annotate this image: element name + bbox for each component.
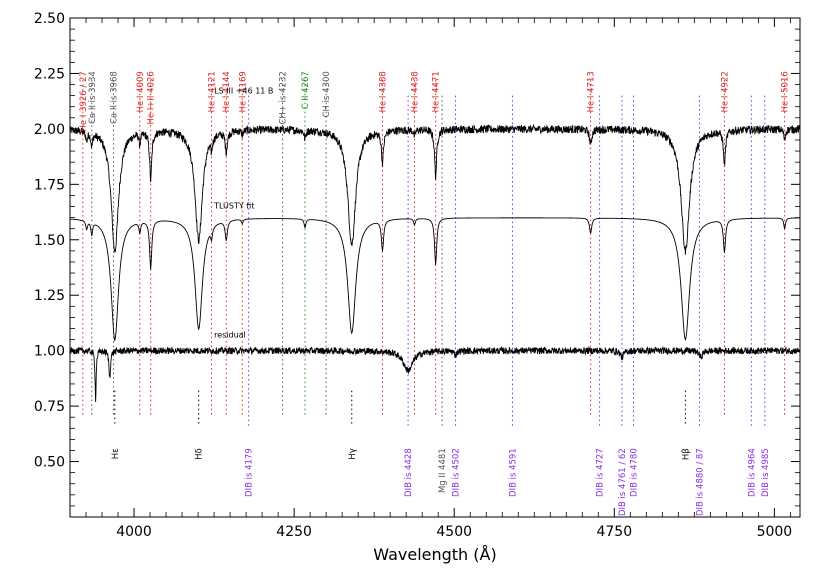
line-id-label: DIB is 4591 [508, 448, 518, 497]
line-id-label: Hβ [681, 448, 691, 460]
line-id-label: DIB is 4502 [451, 448, 461, 497]
line-id-label: Hε [111, 448, 121, 459]
line-id-label: He I 4388 [378, 71, 388, 112]
line-id-label: He I 4438 [411, 71, 421, 112]
line-id-label: DIB is 4985 [761, 448, 771, 497]
line-id-label: Ca II is 3934 [88, 71, 98, 124]
x-tick-label: 4500 [436, 524, 472, 540]
y-tick-label: 1.50 [34, 233, 65, 249]
line-id-label: DIB is 4780 [630, 448, 640, 497]
x-tick-label: 4750 [596, 524, 632, 540]
spectrum-series-line [69, 123, 801, 255]
y-tick-label: 1.25 [34, 288, 65, 304]
line-id-label: He I+II 4026 [147, 71, 157, 124]
line-id-label: Ca II is 3968 [110, 71, 120, 124]
line-id-label: DIB is 4964 [747, 448, 757, 497]
spectrum-label: LS III +46 11 B [214, 86, 273, 95]
line-id-label: He I 5016 [781, 71, 791, 112]
line-id-label: C II 4267 [301, 71, 311, 109]
spectrum-label: residual [214, 330, 246, 339]
y-tick-label: 2.50 [34, 11, 65, 27]
y-tick-label: 0.50 [34, 455, 65, 471]
spectrum-label: TLUSTY fit [213, 202, 254, 211]
spectrum-series-line [69, 217, 801, 342]
line-id-label: Mg II 4481 [438, 448, 448, 493]
x-tick-label: 5000 [757, 524, 793, 540]
plot-frame [69, 17, 801, 518]
line-id-label: He I 4144 [222, 71, 232, 112]
x-tick-label: 4000 [116, 524, 152, 540]
x-tick-label: 4250 [276, 524, 312, 540]
line-id-label: He I 4009 [136, 71, 146, 112]
line-id-label: He I 4713 [587, 71, 597, 112]
y-tick-label: 1.75 [34, 177, 65, 193]
y-tick-label: 2.00 [34, 122, 65, 138]
y-tick-label: 0.75 [34, 399, 65, 415]
x-axis-label: Wavelength (Å) [373, 545, 496, 564]
y-tick-label: 1.00 [34, 344, 65, 360]
line-id-label: DIB is 4761 / 62 [618, 448, 628, 516]
line-id-label: DIB is 4179 [245, 448, 255, 497]
line-id-label: DIB is 4727 [596, 448, 606, 497]
line-id-label: CH+ is 4232 [279, 71, 289, 124]
line-id-label: Hδ [195, 448, 205, 460]
line-id-label: He I 4121 [208, 71, 218, 112]
line-id-label: He I 4922 [720, 71, 730, 112]
spectra-group [69, 123, 801, 403]
spectrum-series-line [69, 345, 801, 403]
line-id-label: CH is 4300 [322, 71, 332, 117]
line-id-label: He I 4169 [238, 71, 248, 112]
axes-group: 4000 4250 4500 4750 5000 0.50 0.75 1.00 1.25 1.50… [34, 11, 800, 540]
y-tick-label: 2.25 [34, 66, 65, 82]
line-id-label: He I 4471 [432, 71, 442, 112]
line-id-label: DIB is 4428 [404, 448, 414, 497]
line-id-label: Hγ [348, 448, 358, 459]
line-id-label: He I 3926 / 27 [79, 71, 89, 131]
line-id-label: DIB is 4880 / 87 [695, 448, 705, 516]
spectrum-labels-group: LS III +46 11 B TLUSTY fit residual [213, 86, 273, 339]
